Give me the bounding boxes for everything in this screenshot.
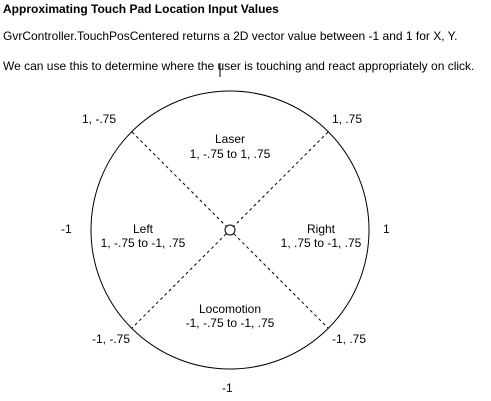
center-point [224,224,236,236]
corner-label-top-right: 1, .75 [332,112,363,126]
axis-label-left: -1 [61,222,72,236]
corner-label-top-left: 1, -.75 [82,112,117,126]
description-line-2: We can use this to determine where the u… [3,59,475,73]
corner-label-bottom-left: -1, -.75 [92,332,131,346]
axis-label-bottom: -1 [222,381,233,395]
page-title: Approximating Touch Pad Location Input V… [3,2,279,16]
quadrant-bottom-range: -1, -.75 to -1, .75 [185,316,275,330]
quadrant-top-name: Laser [214,132,246,146]
quadrant-right-name: Right [306,222,335,236]
quadrant-top-range: 1, -.75 to 1, .75 [189,147,271,161]
quadrant-left-range: 1, -.75 to -1, .75 [100,236,186,250]
touchpad-circle [90,90,370,370]
quadrant-right-range: 1, .75 to -1, .75 [280,236,362,250]
quadrant-left-name: Left [132,222,153,236]
corner-label-bottom-right: -1, .75 [332,332,367,346]
quadrant-bottom-name: Locomotion [198,302,262,316]
description-line-1: GvrController.TouchPosCentered returns a… [3,29,458,43]
axis-label-right: 1 [383,222,390,236]
